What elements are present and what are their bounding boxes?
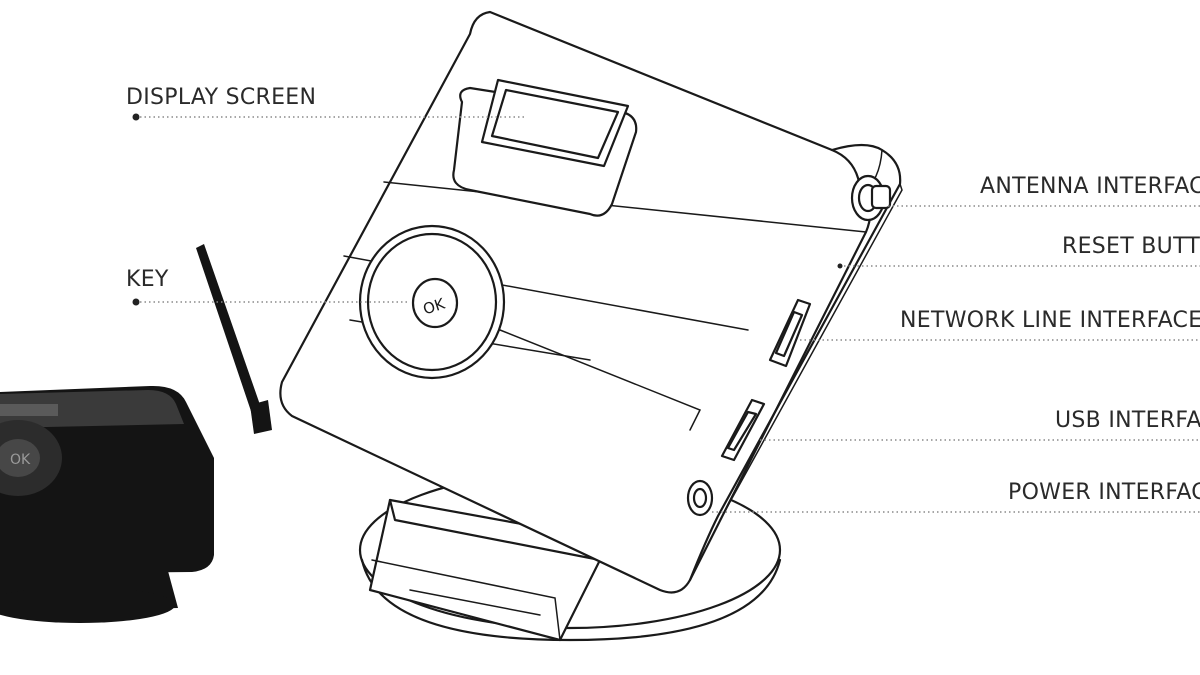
callout-reset-button: RESET BUTTON [844,234,1200,267]
label-antenna-interface: ANTENNA INTERFACE [980,174,1200,199]
callout-dot [132,298,140,306]
label-reset-button: RESET BUTTON [1062,234,1200,259]
antenna-connector [850,174,892,222]
callout-key: KEY [126,267,410,306]
usb-port [720,398,766,462]
callout-usb-interface: USB INTERFACE [760,408,1200,441]
ok-button [411,277,459,329]
reset-button-hole [837,263,843,269]
label-power-interface: POWER INTERFACE [1008,480,1200,505]
device-body [279,10,872,594]
label-key: KEY [126,267,169,292]
network-port [768,298,812,368]
label-display-screen: DISPLAY SCREEN [126,85,316,110]
label-usb-interface: USB INTERFACE [1055,408,1200,433]
callout-network-line-interface: NETWORK LINE INTERFACE [800,308,1200,341]
callout-dot [132,113,140,121]
device-line-drawing: OK [279,10,903,642]
device-photo: OK [0,244,272,623]
svg-text:OK: OK [10,452,31,468]
callout-display-screen: DISPLAY SCREEN [126,85,524,121]
label-network-line-interface: NETWORK LINE INTERFACE [900,308,1200,333]
power-port [686,479,714,517]
callout-antenna-interface: ANTENNA INTERFACE [888,174,1200,207]
display-screen-window [480,78,630,168]
callout-power-interface: POWER INTERFACE [712,480,1200,513]
